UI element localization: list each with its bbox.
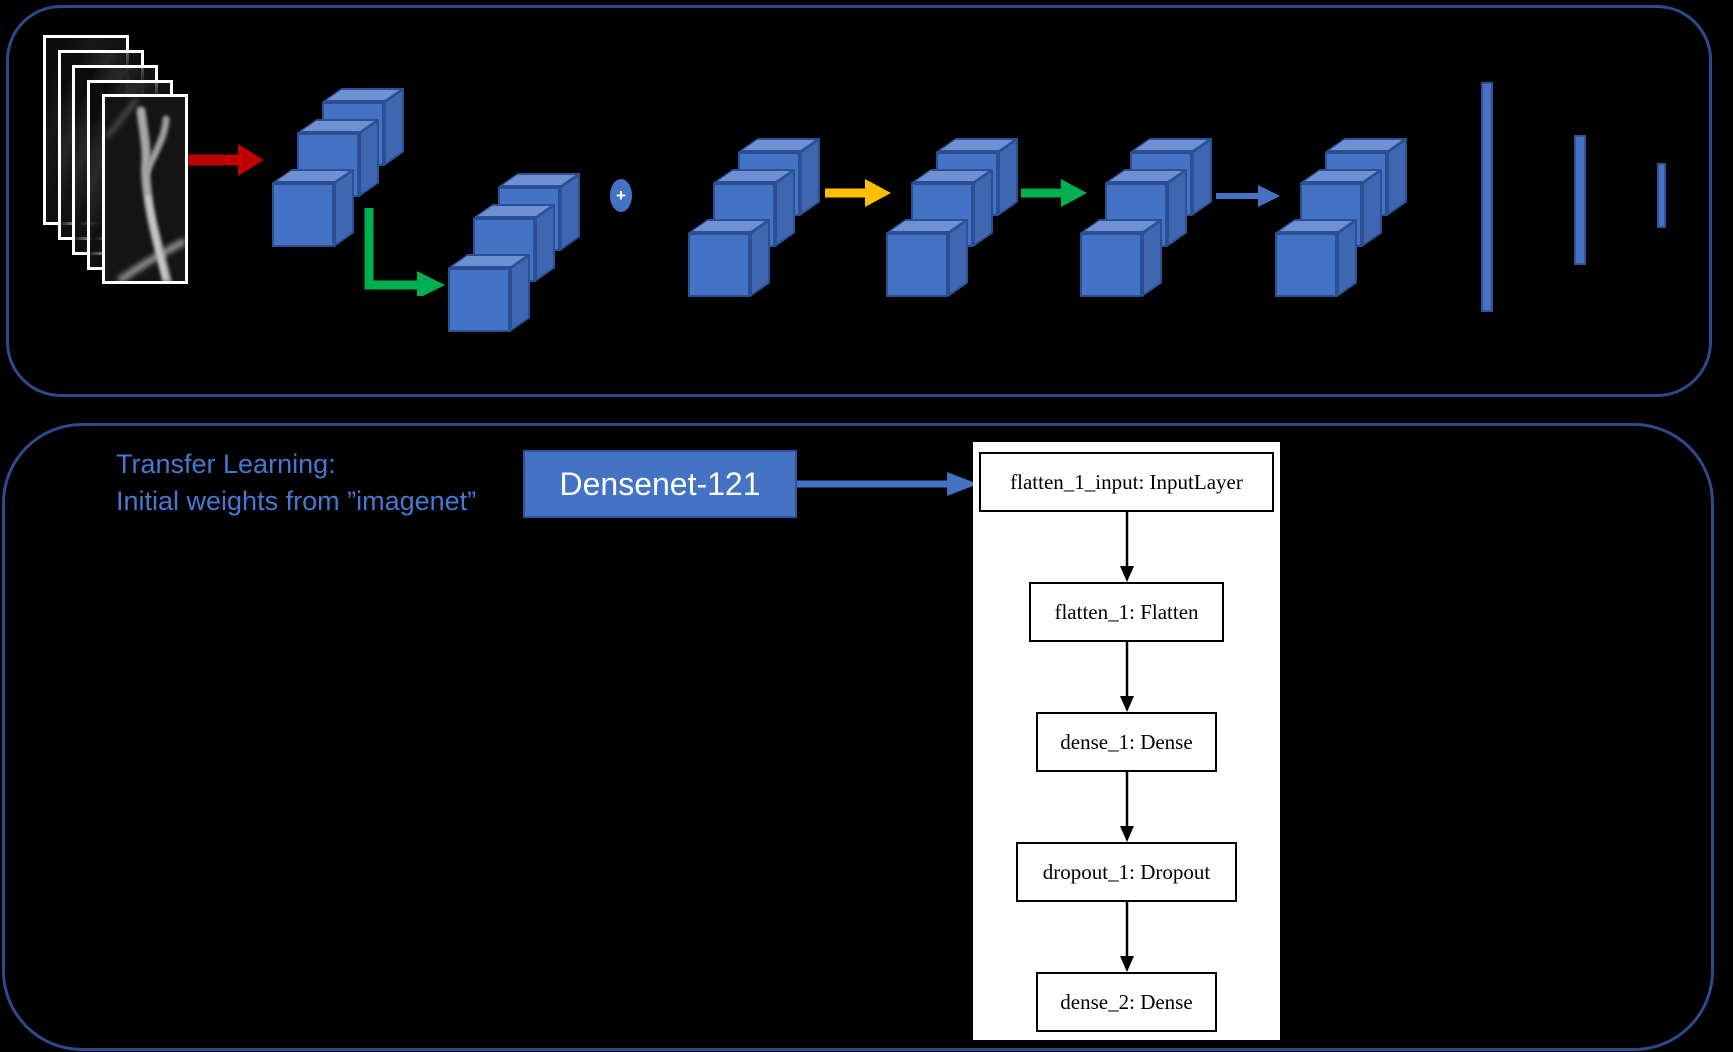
node-label: flatten_1: Flatten	[1054, 599, 1199, 624]
conv-block-6	[1275, 137, 1410, 299]
feature-extraction-panel	[6, 5, 1712, 397]
flowchart-node-dense2: dense_2: Dense	[1036, 972, 1217, 1032]
flowchart-node-dense1: dense_1: Dense	[1036, 712, 1217, 772]
cube	[886, 218, 968, 297]
blue-arrow	[1216, 185, 1280, 207]
dense-bar-small	[1657, 163, 1666, 228]
transfer-line-2: Initial weights from ”imagenet”	[116, 486, 477, 516]
plus-label: +	[616, 185, 626, 205]
transfer-learning-caption: Transfer Learning: Initial weights from ”…	[116, 446, 476, 520]
node-label: dense_2: Dense	[1060, 989, 1193, 1014]
conv-block-5	[1080, 137, 1215, 299]
conv-block-1	[272, 87, 407, 249]
conv-block-2	[448, 172, 583, 334]
flowchart-arrow	[1120, 902, 1134, 972]
node-label: flatten_1_input: InputLayer	[1010, 469, 1243, 494]
flowchart-arrow	[1120, 642, 1134, 712]
green-arrow	[1021, 179, 1087, 207]
node-label: dense_1: Dense	[1060, 729, 1193, 754]
densenet-box: Densenet-121	[523, 450, 797, 518]
vessel-image	[105, 97, 185, 281]
cube	[1275, 218, 1357, 297]
conv-block-3	[688, 137, 823, 299]
transfer-learning-panel	[2, 423, 1714, 1051]
cube	[1080, 218, 1162, 297]
flowchart-arrow	[1120, 772, 1134, 842]
red-arrow	[188, 144, 264, 176]
densenet-label: Densenet-121	[559, 465, 761, 502]
cube	[448, 253, 530, 332]
conv-block-4	[886, 137, 1021, 299]
yellow-arrow	[825, 179, 891, 207]
dense-bar-large	[1481, 82, 1493, 312]
green-elbow-arrow	[364, 208, 445, 296]
plus-badge: +	[610, 179, 632, 212]
image-frame-front	[102, 94, 188, 284]
node-label: dropout_1: Dropout	[1042, 859, 1211, 884]
flowchart-node-flatten: flatten_1: Flatten	[1029, 582, 1224, 642]
dense-bar-medium	[1574, 135, 1586, 265]
flowchart-arrow	[1120, 512, 1134, 582]
flowchart-node-dropout: dropout_1: Dropout	[1016, 842, 1237, 902]
cube	[688, 218, 770, 297]
densenet-arrow	[797, 472, 978, 496]
transfer-line-1: Transfer Learning:	[116, 449, 336, 479]
cube	[272, 168, 354, 247]
flowchart-node-input: flatten_1_input: InputLayer	[979, 452, 1274, 512]
